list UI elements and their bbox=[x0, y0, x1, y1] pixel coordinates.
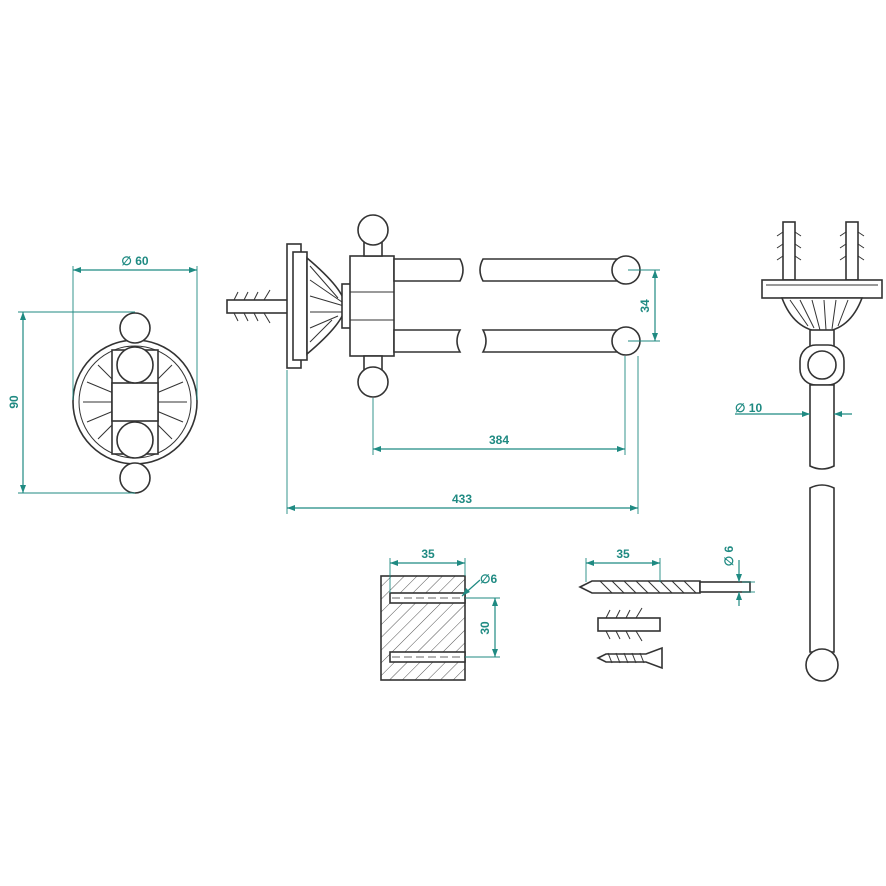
end-bar bbox=[805, 384, 839, 682]
dimension-height-90: 90 bbox=[7, 311, 135, 494]
front-view bbox=[72, 312, 198, 494]
dimension-drill-depth-35: 35 bbox=[585, 547, 661, 582]
label-diameter-10: ∅ 10 bbox=[735, 401, 762, 415]
label-hole-spacing-30: 30 bbox=[478, 621, 492, 635]
end-view bbox=[761, 221, 883, 682]
side-view bbox=[226, 214, 641, 398]
label-hole-depth-35: 35 bbox=[421, 547, 435, 561]
side-finial-bottom bbox=[357, 355, 389, 398]
dimension-hole-diameter-6: ∅6 bbox=[461, 572, 497, 597]
wall-section bbox=[380, 575, 466, 681]
side-towel-bar-lower bbox=[393, 326, 641, 356]
dimension-hole-depth-35: 35 bbox=[389, 547, 466, 593]
label-spacing-34: 34 bbox=[638, 299, 652, 313]
dimension-hole-spacing-30: 30 bbox=[465, 597, 500, 658]
dimension-diameter-10: ∅ 10 bbox=[735, 401, 852, 417]
label-diameter-60: ∅ 60 bbox=[121, 254, 148, 268]
side-towel-bar-upper bbox=[393, 255, 641, 285]
side-finial-top bbox=[357, 214, 389, 257]
end-wall-anchors bbox=[776, 221, 865, 281]
label-length-433: 433 bbox=[452, 492, 472, 506]
label-hole-diameter-6: ∅6 bbox=[480, 572, 497, 586]
dimension-drill-diameter-6: ∅ 6 bbox=[722, 545, 755, 606]
dimension-length-384: 384 bbox=[372, 356, 626, 455]
dimension-spacing-34: 34 bbox=[628, 269, 660, 342]
dimension-length-433: 433 bbox=[286, 356, 639, 514]
wall-plug bbox=[597, 607, 661, 642]
label-drill-depth-35: 35 bbox=[616, 547, 630, 561]
dimension-diameter-60: ∅ 60 bbox=[72, 254, 198, 400]
label-drill-diameter-6: ∅ 6 bbox=[722, 545, 736, 566]
drill-bit bbox=[578, 580, 751, 594]
screw bbox=[596, 646, 663, 670]
label-length-384: 384 bbox=[489, 433, 509, 447]
label-height-90: 90 bbox=[7, 395, 21, 409]
